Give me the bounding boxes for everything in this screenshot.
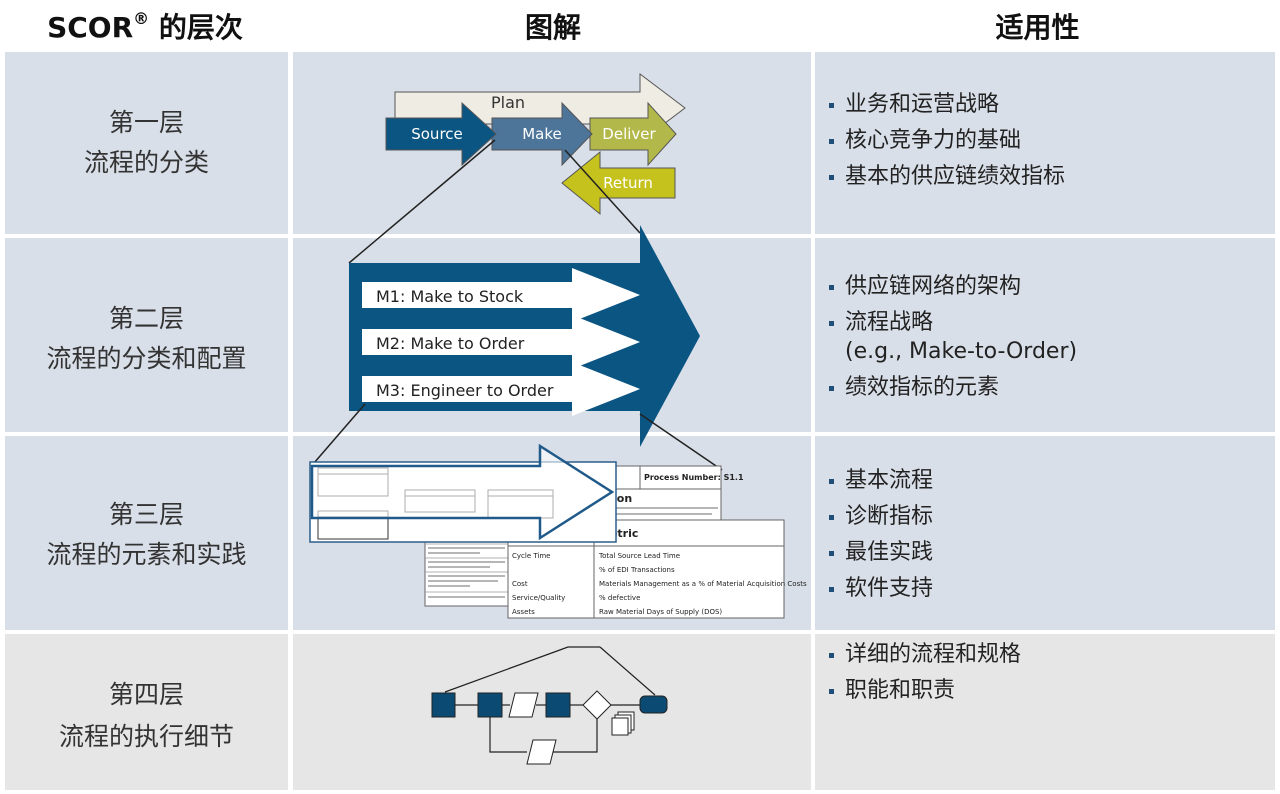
m2-label: M2: Make to Order (376, 334, 525, 353)
metric-rows: Cycle Time Total Source Lead Time % of E… (512, 552, 807, 616)
level3-bullet: 诊断指标 (827, 502, 933, 531)
level1-diagram: Plan Return Deliver Make Source (348, 72, 686, 264)
level1-name-line1: 第一层 (108, 108, 184, 137)
process-end (639, 695, 668, 714)
level4-diagram (431, 646, 668, 765)
m1-label: M1: Make to Stock (376, 287, 524, 306)
header-applicability: 适用性 (995, 11, 1080, 44)
level3-name-cell: 第三层 流程的元素和实践 (5, 436, 288, 630)
process-step (431, 692, 456, 718)
level3-bullet-list: 基本流程 诊断指标 最佳实践 软件支持 (827, 466, 933, 610)
m1-arrow (362, 268, 640, 322)
process-flow-arrow (310, 443, 615, 541)
level3-name-line2: 流程的元素和实践 (46, 540, 247, 569)
level2-bullet-list: 供应链网络的架构 流程战略 (e.g., Make-to-Order) 绩效指标的… (827, 272, 1077, 409)
level2-name-cell: 第二层 流程的分类和配置 (5, 238, 288, 432)
level2-name-line1: 第二层 (108, 304, 184, 333)
metric-value: % of EDI Transactions (599, 566, 675, 574)
zoom-line (564, 149, 641, 234)
level2-diagram: M1: Make to Stock M2: Make to Order M3: … (313, 225, 723, 471)
plan-label: Plan (491, 93, 525, 112)
return-label: Return (603, 174, 653, 192)
level2-bullet: 绩效指标的元素 (827, 373, 1077, 402)
level4-name-line2: 流程的执行细节 (58, 722, 234, 751)
level4-applicability-cell: 详细的流程和规格 职能和职责 (815, 634, 1275, 790)
zoom-line (639, 413, 723, 471)
stacked-documents-icon (611, 711, 635, 736)
m3-label: M3: Engineer to Order (376, 381, 554, 400)
metric-attr: Cost (512, 580, 528, 588)
level4-bullet: 详细的流程和规格 (827, 640, 1021, 669)
source-arrow (385, 101, 497, 167)
level3-bullet: 软件支持 (827, 574, 933, 603)
header-level-scor: SCOR (47, 11, 134, 44)
level1-name-cell: 第一层 流程的分类 (5, 52, 288, 234)
level3-applicability-cell: 基本流程 诊断指标 最佳实践 软件支持 (815, 436, 1275, 630)
level2-bullet-text: 流程战略 (845, 310, 934, 335)
level2-bullet-subtext: (e.g., Make-to-Order) (845, 339, 1078, 364)
m3-arrow (362, 362, 640, 416)
level4-bullet: 职能和职责 (827, 676, 1021, 705)
process-number-label: Process Number: S1.1 (644, 473, 744, 482)
source-label: Source (411, 125, 463, 143)
level1-bullet-list: 业务和运营战略 核心竞争力的基础 基本的供应链绩效指标 (827, 90, 1065, 198)
metric-value: Materials Management as a % of Material … (599, 580, 807, 588)
level4-name-cell: 第四层 流程的执行细节 (5, 634, 288, 790)
level3-name-line1: 第三层 (108, 500, 184, 529)
document-shape (526, 739, 557, 765)
metric-value: Raw Material Days of Supply (DOS) (599, 608, 722, 616)
process-step (477, 692, 503, 718)
header-level-suffix: 的层次 (149, 11, 243, 44)
deliver-arrow (589, 101, 677, 167)
metric-value: % defective (599, 594, 640, 602)
level1-bullet: 业务和运营战略 (827, 90, 1065, 119)
metric-attr: Service/Quality (512, 594, 565, 602)
metric-attr: Cycle Time (512, 552, 551, 560)
flow-connectors (455, 704, 640, 753)
document-shape (508, 692, 539, 718)
level1-bullet: 基本的供应链绩效指标 (827, 162, 1065, 191)
level3-bullet: 基本流程 (827, 466, 933, 495)
header-diagram: 图解 (524, 11, 581, 44)
zoom-line (444, 646, 569, 693)
decision-diamond (582, 690, 612, 720)
level3-diagram: Process Number: S1.1 ition Metric Cycle … (309, 443, 807, 619)
level2-bullet: 供应链网络的架构 (827, 272, 1077, 301)
make-arrow (491, 101, 593, 167)
doc-grid (425, 543, 508, 593)
metric-value: Total Source Lead Time (598, 552, 680, 560)
make-label: Make (522, 125, 562, 143)
level1-applicability-cell: 业务和运营战略 核心竞争力的基础 基本的供应链绩效指标 (815, 52, 1275, 234)
level4-bullet-list: 详细的流程和规格 职能和职责 (827, 640, 1021, 712)
zoom-line (348, 139, 496, 264)
level2-bullet: 流程战略 (e.g., Make-to-Order) (827, 308, 1077, 366)
header-level: SCOR® 的层次 (20, 6, 270, 50)
metric-attr: Assets (512, 608, 535, 616)
zoom-line (313, 403, 366, 464)
level3-bullet: 最佳实践 (827, 538, 933, 567)
registered-mark: ® (133, 9, 150, 28)
level2-applicability-cell: 供应链网络的架构 流程战略 (e.g., Make-to-Order) 绩效指标的… (815, 238, 1275, 432)
level4-name-line1: 第四层 (108, 680, 184, 709)
zoom-line (599, 646, 656, 696)
process-step (545, 692, 571, 718)
level2-name-line2: 流程的分类和配置 (46, 344, 247, 373)
doc-text-lines (428, 507, 718, 598)
deliver-label: Deliver (602, 125, 656, 143)
level1-name-line2: 流程的分类 (83, 148, 209, 177)
return-arrow (561, 150, 676, 216)
m2-arrow (362, 315, 640, 369)
level1-bullet: 核心竞争力的基础 (827, 126, 1065, 155)
